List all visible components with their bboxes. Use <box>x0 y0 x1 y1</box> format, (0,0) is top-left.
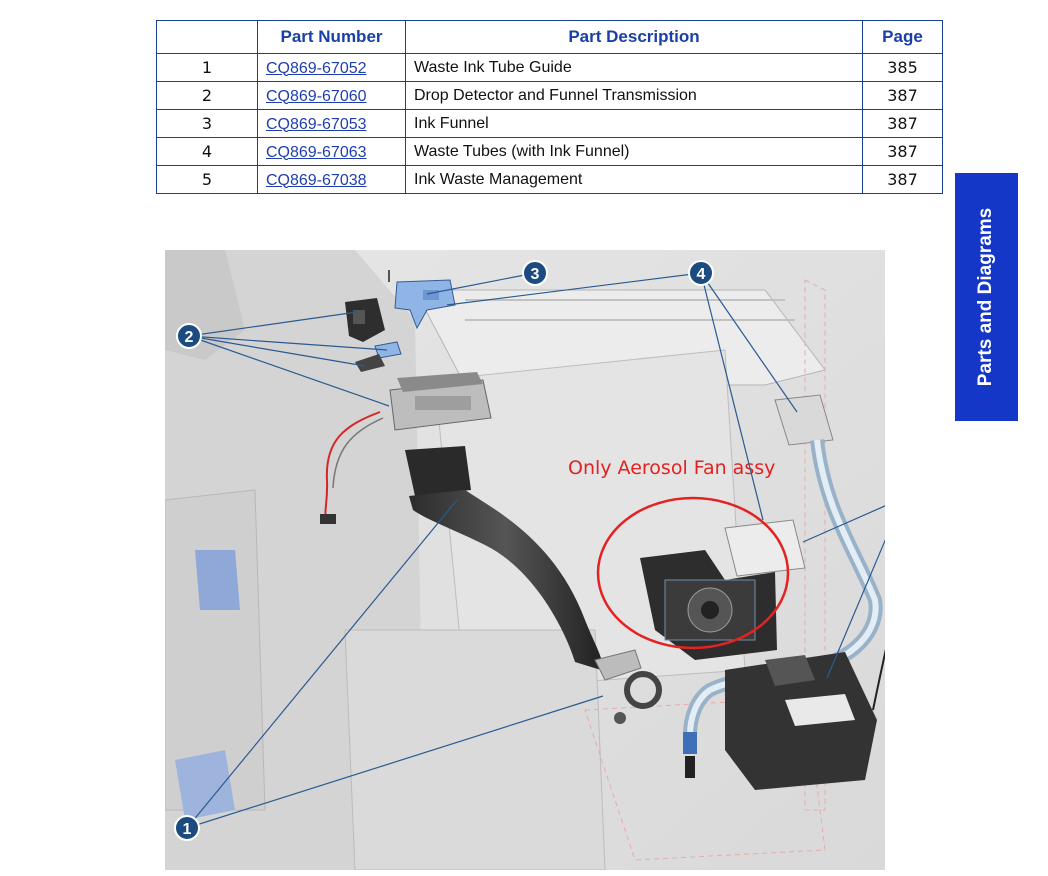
row-index: 2 <box>156 81 258 110</box>
table-row: 5 CQ869-67038 Ink Waste Management 387 <box>156 165 943 194</box>
svg-text:2: 2 <box>185 329 194 346</box>
ink-waste-box-part <box>725 648 885 790</box>
header-part-description: Part Description <box>405 20 863 54</box>
drop-detector-parts <box>320 298 492 524</box>
page-number: 387 <box>862 165 943 194</box>
callout-2: 2 <box>176 323 202 349</box>
section-tab-label: Parts and Diagrams <box>975 207 997 387</box>
row-index: 5 <box>156 165 258 194</box>
part-number-link[interactable]: CQ869-67038 <box>266 171 367 189</box>
aerosol-fan-part <box>640 550 777 660</box>
callout-leaders <box>186 272 885 829</box>
svg-text:3: 3 <box>531 266 540 283</box>
table-row: 2 CQ869-67060 Drop Detector and Funnel T… <box>156 81 943 110</box>
part-description: Ink Waste Management <box>405 165 863 194</box>
svg-text:4: 4 <box>697 266 706 283</box>
part-description: Drop Detector and Funnel Transmission <box>405 81 863 110</box>
callout-1: 1 <box>174 815 200 841</box>
part-description: Waste Tubes (with Ink Funnel) <box>405 137 863 166</box>
table-row: 4 CQ869-67063 Waste Tubes (with Ink Funn… <box>156 137 943 166</box>
annotation-ellipse <box>596 496 790 650</box>
table-row: 3 CQ869-67053 Ink Funnel 387 <box>156 109 943 138</box>
row-index: 1 <box>156 53 258 82</box>
section-tab[interactable]: Parts and Diagrams <box>955 173 1018 421</box>
header-page: Page <box>862 20 943 54</box>
page-number: 385 <box>862 53 943 82</box>
row-index: 3 <box>156 109 258 138</box>
part-description: Waste Ink Tube Guide <box>405 53 863 82</box>
part-number-link[interactable]: CQ869-67052 <box>266 59 367 77</box>
part-number-link[interactable]: CQ869-67063 <box>266 143 367 161</box>
parts-table: Part Number Part Description Page 1 CQ86… <box>156 20 943 194</box>
part-number-link[interactable]: CQ869-67053 <box>266 115 367 133</box>
annotation-label: Only Aerosol Fan assy <box>568 457 775 479</box>
part-description: Ink Funnel <box>405 109 863 138</box>
callout-4: 4 <box>688 260 714 286</box>
exploded-parts-diagram: Only Aerosol Fan assy 1 2 3 4 <box>165 250 885 870</box>
page-number: 387 <box>862 137 943 166</box>
header-part-number: Part Number <box>257 20 406 54</box>
table-row: 1 CQ869-67052 Waste Ink Tube Guide 385 <box>156 53 943 82</box>
table-header-row: Part Number Part Description Page <box>156 20 943 54</box>
part-number-link[interactable]: CQ869-67060 <box>266 87 367 105</box>
header-index <box>156 20 258 54</box>
page-number: 387 <box>862 109 943 138</box>
waste-ink-hose <box>405 446 662 724</box>
printer-housing <box>165 250 885 870</box>
callout-3: 3 <box>522 260 548 286</box>
svg-text:1: 1 <box>183 821 192 838</box>
row-index: 4 <box>156 137 258 166</box>
page-number: 387 <box>862 81 943 110</box>
